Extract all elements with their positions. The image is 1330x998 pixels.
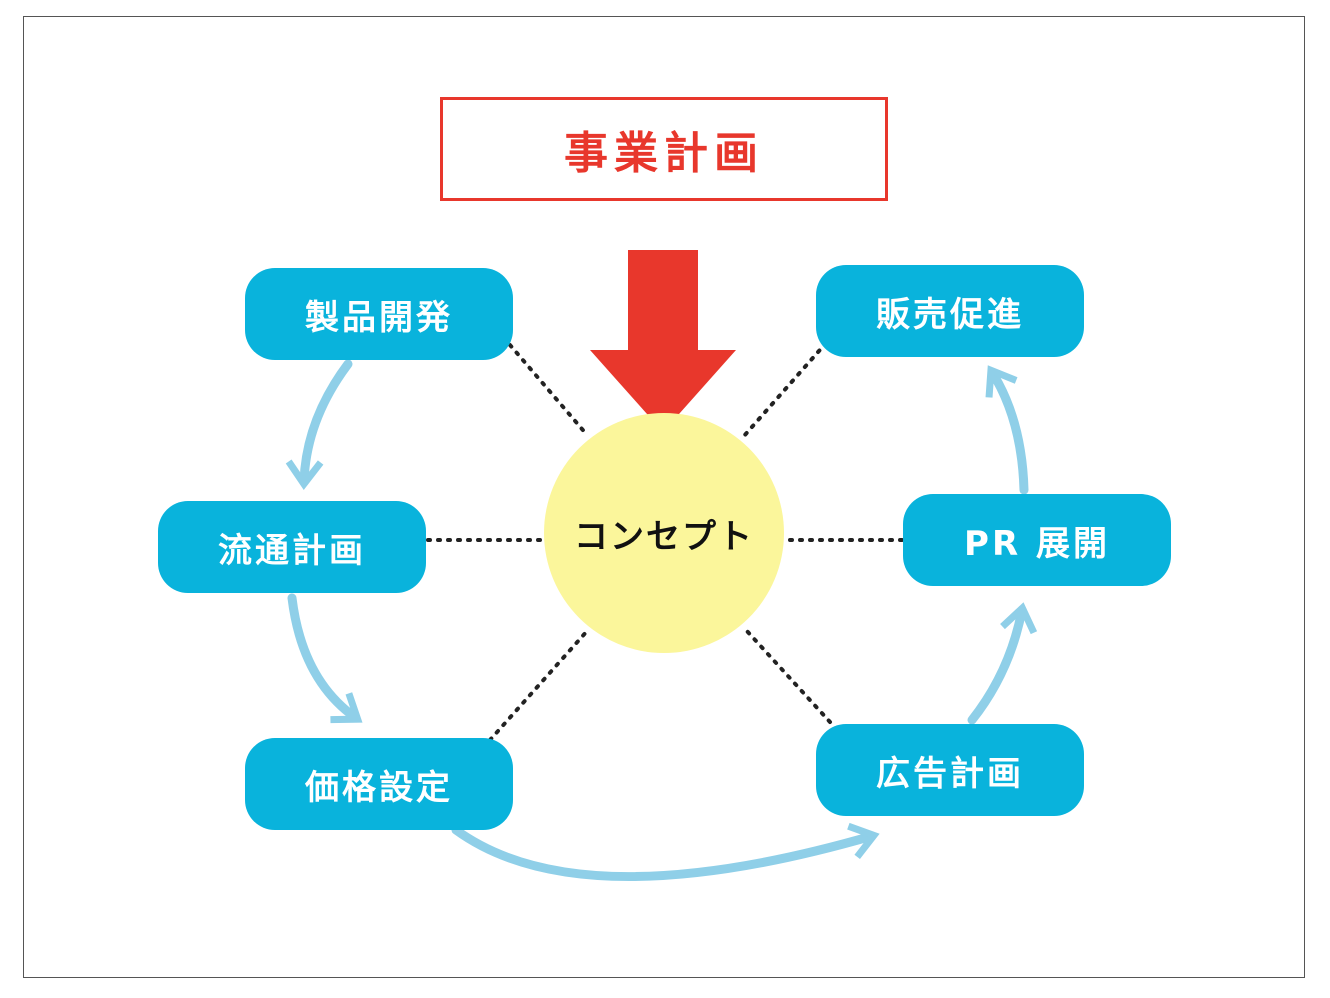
node-sales-promotion: 販売促進 — [816, 265, 1084, 357]
business-plan-title: 事業計画 — [564, 128, 764, 179]
connector-pricing — [488, 628, 590, 742]
connector-advertising — [744, 628, 832, 724]
center-circle — [544, 413, 784, 653]
business-plan-box: 事業計画 — [440, 97, 888, 201]
node-advertising-plan: 広告計画 — [816, 724, 1084, 816]
node-product-development: 製品開発 — [245, 268, 513, 360]
down-arrow — [590, 250, 736, 432]
node-price-setting: 価格設定 — [245, 738, 513, 830]
concept-label: コンセプト — [574, 516, 754, 557]
connector-sales-promo — [742, 341, 828, 438]
cycle-arrow-pr-to-sales-promo — [985, 365, 1029, 495]
cycle-arrow-product-to-distribution — [285, 359, 353, 490]
cycle-arrow-pricing-to-advertising — [451, 822, 880, 881]
node-pr-development: PR 展開 — [903, 494, 1171, 586]
connector-product-dev — [508, 343, 590, 438]
node-distribution-plan: 流通計画 — [158, 501, 426, 593]
cycle-arrow-advertising-to-pr — [967, 602, 1038, 725]
cycle-arrow-distribution-to-pricing — [287, 593, 363, 724]
